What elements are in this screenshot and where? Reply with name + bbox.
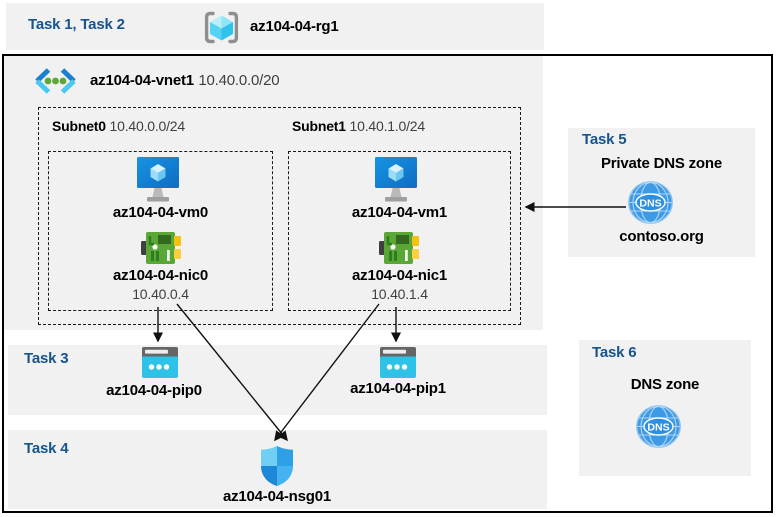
task5-title: Private DNS zone: [600, 155, 722, 172]
svg-text:DNS: DNS: [647, 422, 669, 434]
subnet1-box: [288, 151, 511, 311]
pip0-label: az104-04-pip0: [106, 382, 202, 399]
pip1-icon: [380, 347, 416, 378]
task4-label: Task 4: [24, 440, 69, 457]
pip0-icon: [142, 347, 178, 378]
subnet1-cidr: 10.40.1.0/24: [349, 118, 426, 134]
vnet-icon: [32, 67, 79, 95]
subnet0-box: [48, 151, 273, 311]
header-band: Task 1, Task 2 az104-04-rg1: [6, 3, 544, 50]
subnet0-label: Subnet0 10.40.0.0/24: [52, 118, 185, 134]
svg-text:DNS: DNS: [639, 198, 661, 210]
subnet0-cidr: 10.40.0.0/24: [109, 118, 186, 134]
private-dns-icon: DNS: [628, 181, 673, 224]
vnet-name: az104-04-vnet1: [90, 72, 194, 89]
header-task-label: Task 1, Task 2: [28, 16, 125, 33]
nic0-label: az104-04-nic0: [113, 267, 208, 284]
vm1-icon: [374, 156, 418, 204]
vnet-cidr: 10.40.0.0/20: [198, 72, 280, 89]
task6-label: Task 6: [592, 344, 637, 361]
resource-group-label: az104-04-rg1: [250, 18, 339, 35]
subnet1-name: Subnet1: [292, 118, 346, 134]
nic0-ip: 10.40.0.4: [132, 286, 189, 302]
task5-label: Task 5: [582, 131, 627, 148]
vm1-label: az104-04-vm1: [351, 204, 448, 221]
nic1-icon: [379, 230, 419, 266]
nic1-label: az104-04-nic1: [352, 267, 447, 284]
dns-zone-icon: DNS: [636, 405, 681, 448]
resource-group-icon: [203, 10, 240, 45]
vm0-label: az104-04-vm0: [112, 204, 209, 221]
vnet-label: az104-04-vnet1 10.40.0.0/20: [90, 72, 280, 90]
nic0-icon: [141, 230, 181, 266]
nic1-ip: 10.40.1.4: [371, 286, 428, 302]
outer-frame: [2, 54, 773, 513]
task3-label: Task 3: [24, 350, 69, 367]
nsg-label: az104-04-nsg01: [222, 488, 332, 505]
vnet-region: [4, 56, 543, 330]
task6-title: DNS zone: [630, 376, 700, 393]
subnet0-name: Subnet0: [52, 118, 106, 134]
pip1-label: az104-04-pip1: [350, 380, 446, 397]
vm0-icon: [136, 156, 180, 204]
task5-zone-label: contoso.org: [619, 228, 704, 245]
subnet1-label: Subnet1 10.40.1.0/24: [292, 118, 425, 134]
nsg-icon: [258, 445, 296, 487]
